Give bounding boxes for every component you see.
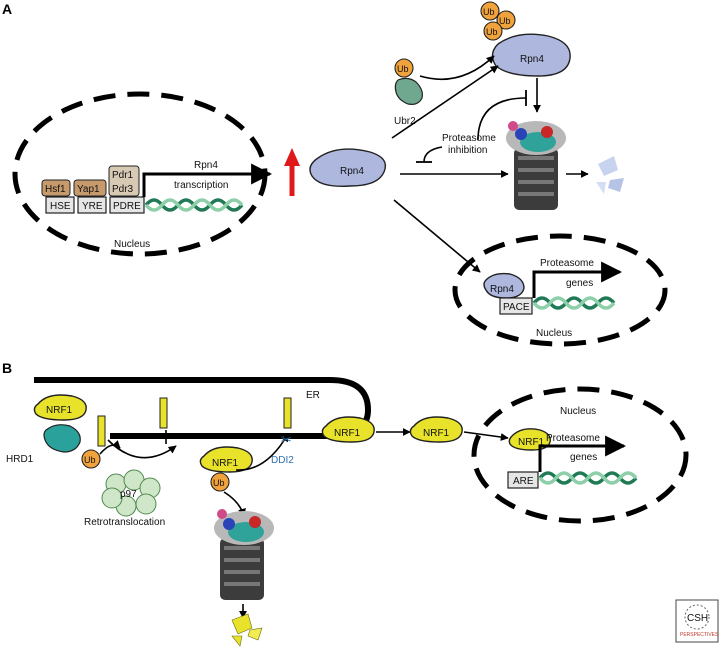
hse-label: HSE xyxy=(50,201,71,212)
panel-b-label: B xyxy=(2,360,12,376)
are-box xyxy=(507,471,539,489)
nrf1-anchor-2 xyxy=(159,397,168,429)
inhibition-label-1: Proteasome xyxy=(442,133,496,144)
genes-b-label-2: genes xyxy=(570,452,597,463)
ub-chain-2-label: Ub xyxy=(499,16,511,26)
transcription-label-2: transcription xyxy=(174,180,228,191)
nrf1-cytosol-label: NRF1 xyxy=(212,458,239,469)
nrf1-anchor-3 xyxy=(283,397,292,429)
yre-label: YRE xyxy=(82,201,103,212)
ub-chain-1-label: Ub xyxy=(483,7,495,17)
pdr3-label: Pdr3 xyxy=(112,184,134,195)
retrotranslocation-label: Retrotranslocation xyxy=(84,517,165,528)
pdr-factor xyxy=(108,165,140,197)
yap1-label: Yap1 xyxy=(77,184,100,195)
retro-arrow-1 xyxy=(107,439,177,459)
rpn4-to-ub-arrow xyxy=(391,65,499,139)
yap1-factor xyxy=(73,179,107,197)
nrf1-lumen xyxy=(33,394,87,421)
dna-helix-a xyxy=(144,198,244,212)
rpn4-to-nucleus-arrow xyxy=(393,199,481,273)
nrf1-anchor-1 xyxy=(97,415,106,447)
hse-box xyxy=(45,196,75,214)
ub-chain-2 xyxy=(496,10,516,30)
nrf1-fragments xyxy=(231,613,263,647)
nrf1-free-label: NRF1 xyxy=(423,428,450,439)
hrd1-label: HRD1 xyxy=(6,454,34,465)
p97-complex xyxy=(101,469,161,517)
ubr2-enzyme xyxy=(394,77,423,105)
nrf1-free xyxy=(409,416,463,443)
ubr2-to-rpn4-arrow xyxy=(419,55,495,81)
logo-line1: CSH xyxy=(687,613,708,624)
nrf1-cleaved xyxy=(321,416,375,443)
rpn4-small xyxy=(483,272,525,299)
logo-line2: PERSPECTIVES xyxy=(680,632,719,638)
nucleus-b-outline xyxy=(452,233,668,347)
ub-chain-3 xyxy=(483,21,503,41)
dna-helix-c xyxy=(538,471,638,485)
pdre-label: PDRE xyxy=(113,201,141,212)
ddi2-label: DDI2 xyxy=(271,455,294,466)
pdr1-label: Pdr1 xyxy=(112,170,134,181)
rpn4-top xyxy=(491,33,571,77)
nrf1-lumen-label: NRF1 xyxy=(46,405,73,416)
p97-label: p97 xyxy=(120,489,137,500)
nrf1-ub xyxy=(210,472,230,492)
proteasome-feedback-line xyxy=(477,97,527,141)
genes-a-label-2: genes xyxy=(566,278,593,289)
rpn4-center-label: Rpn4 xyxy=(340,166,364,177)
ub-chain-1 xyxy=(480,1,500,21)
inhibition-label-2: inhibition xyxy=(448,145,487,156)
pace-box xyxy=(499,297,533,315)
ubr2-label: Ubr2 xyxy=(394,116,416,127)
proteasome-genes-arrow-b xyxy=(538,435,627,472)
hsf1-label: Hsf1 xyxy=(45,184,66,195)
proteasome-genes-arrow-a xyxy=(532,261,623,298)
hsf1-factor xyxy=(41,179,71,197)
genes-b-label-1: Proteasome xyxy=(546,433,600,444)
transcription-label-1: Rpn4 xyxy=(194,160,218,171)
nrf1-cleaved-label: NRF1 xyxy=(334,428,361,439)
panel-a-label: A xyxy=(2,1,12,17)
up-arrow-head xyxy=(284,148,300,166)
nucleus-b-label: Nucleus xyxy=(536,328,572,339)
pdre-box xyxy=(109,196,145,214)
genes-a-label-1: Proteasome xyxy=(540,258,594,269)
nrf1-to-nucleus-arrow xyxy=(463,431,509,441)
yre-box xyxy=(77,196,107,214)
proteasome-a xyxy=(506,121,566,210)
ubr2-ub-label: Ub xyxy=(397,64,409,74)
rpn4-fragments xyxy=(596,156,624,194)
rpn4-transcription-arrow xyxy=(142,163,273,197)
are-label: ARE xyxy=(513,476,534,487)
nrf1-ub-label: Ub xyxy=(213,478,225,488)
scissors-icon: ✂ xyxy=(281,432,292,447)
nrf1-to-ddi2-arrow xyxy=(235,433,289,471)
nucleus-c-outline xyxy=(471,386,689,524)
pace-label: PACE xyxy=(503,302,530,313)
proteasome-b xyxy=(214,509,274,600)
nucleus-a-label: Nucleus xyxy=(114,239,150,250)
hrd1-ub-label: Ub xyxy=(84,455,96,465)
rpn4-small-label: Rpn4 xyxy=(490,284,514,295)
rpn4-top-label: Rpn4 xyxy=(520,54,544,65)
nrf1-nuclear-label: NRF1 xyxy=(518,437,545,448)
csh-perspectives-logo: CSH PERSPECTIVES xyxy=(675,599,719,643)
dna-helix-b xyxy=(532,296,616,310)
rpn4-center xyxy=(309,148,387,187)
hrd1-arrow xyxy=(99,440,121,455)
inhibition-line xyxy=(423,146,443,163)
er-label: ER xyxy=(306,390,320,401)
hrd1-ub xyxy=(81,449,101,469)
ubr2-ub xyxy=(394,58,414,78)
ub-chain-3-label: Ub xyxy=(486,27,498,37)
hrd1-ligase xyxy=(43,424,81,453)
nucleus-c-label: Nucleus xyxy=(560,406,596,417)
